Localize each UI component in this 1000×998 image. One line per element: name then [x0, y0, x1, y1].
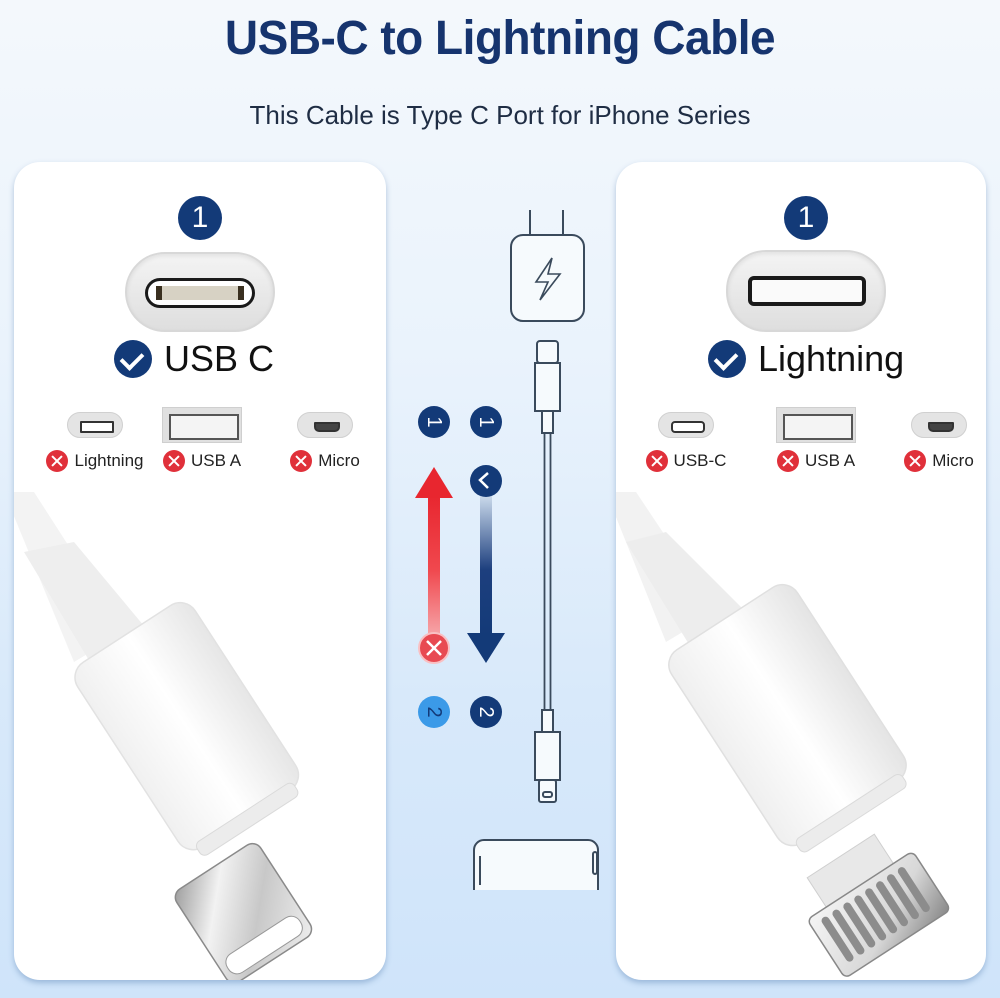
lightning-card: 1 Lightning USB-C USB A Micro	[616, 162, 986, 980]
incompatible-item: USB A	[766, 406, 866, 472]
correct-direction-arrow	[467, 465, 505, 663]
check-icon	[478, 472, 489, 489]
x-icon	[904, 450, 927, 472]
incompatible-label: Lightning	[74, 451, 144, 470]
incompatible-item: USB-C	[636, 410, 736, 472]
check-icon	[708, 340, 746, 378]
incompatible-label: Micro	[318, 451, 360, 470]
x-icon	[426, 640, 442, 656]
lightning-plug-icon	[534, 709, 561, 803]
step-badge-top-left: 1	[418, 406, 450, 438]
incompatible-label: Micro	[932, 451, 974, 470]
svg-text:1: 1	[475, 416, 497, 427]
step-badge: 1	[784, 196, 828, 240]
compatible-connector: Lightning	[708, 338, 904, 380]
x-icon	[162, 450, 185, 472]
x-icon	[645, 450, 668, 472]
connection-diagram: 1 1 2 2	[415, 210, 599, 890]
page-subtitle: This Cable is Type C Port for iPhone Ser…	[249, 100, 751, 130]
usb-c-plug-photo	[14, 492, 313, 980]
usb-a-port-icon	[162, 407, 242, 443]
incompatible-label: USB A	[190, 451, 242, 470]
compatible-connector: USB C	[114, 338, 274, 380]
lightning-port-icon	[67, 412, 123, 438]
svg-text:1: 1	[423, 416, 445, 427]
usb-a-port-icon	[776, 407, 856, 443]
incompatible-label: USB-C	[673, 451, 727, 470]
step-badge: 1	[178, 196, 222, 240]
page-title: USB-C to Lightning Cable	[224, 9, 776, 65]
svg-text:2: 2	[475, 706, 497, 717]
wall-charger-lightning-icon	[510, 210, 585, 322]
cable-line	[543, 433, 552, 710]
check-icon	[114, 340, 152, 378]
micro-usb-port-icon	[297, 412, 353, 438]
incompatible-item: Micro	[894, 410, 984, 472]
incompatible-item: Lightning	[40, 410, 150, 472]
x-icon	[290, 450, 313, 472]
step-badge-top-right: 1	[470, 406, 502, 438]
usb-c-port-icon	[125, 252, 275, 332]
compatible-label: Lightning	[758, 338, 905, 379]
step-badge-bottom-right: 2	[470, 696, 502, 728]
svg-text:2: 2	[423, 706, 445, 717]
incompatible-label: USB A	[804, 451, 856, 470]
incompatible-item: Micro	[280, 410, 370, 472]
usb-c-port-icon	[658, 412, 714, 438]
incompatible-item: USB A	[152, 406, 252, 472]
lightning-plug-photo	[616, 492, 950, 977]
usb-c-plug-icon	[534, 340, 561, 434]
compatible-label: USB C	[164, 338, 275, 379]
phone-icon	[473, 839, 599, 890]
x-icon	[776, 450, 799, 472]
step-badge-bottom-left: 2	[418, 696, 450, 728]
lightning-port-icon	[726, 250, 886, 332]
x-icon	[46, 450, 69, 472]
wrong-direction-arrow	[415, 467, 453, 664]
usb-c-card: 1 USB C Lightning USB A Micro	[14, 162, 386, 980]
micro-usb-port-icon	[911, 412, 967, 438]
